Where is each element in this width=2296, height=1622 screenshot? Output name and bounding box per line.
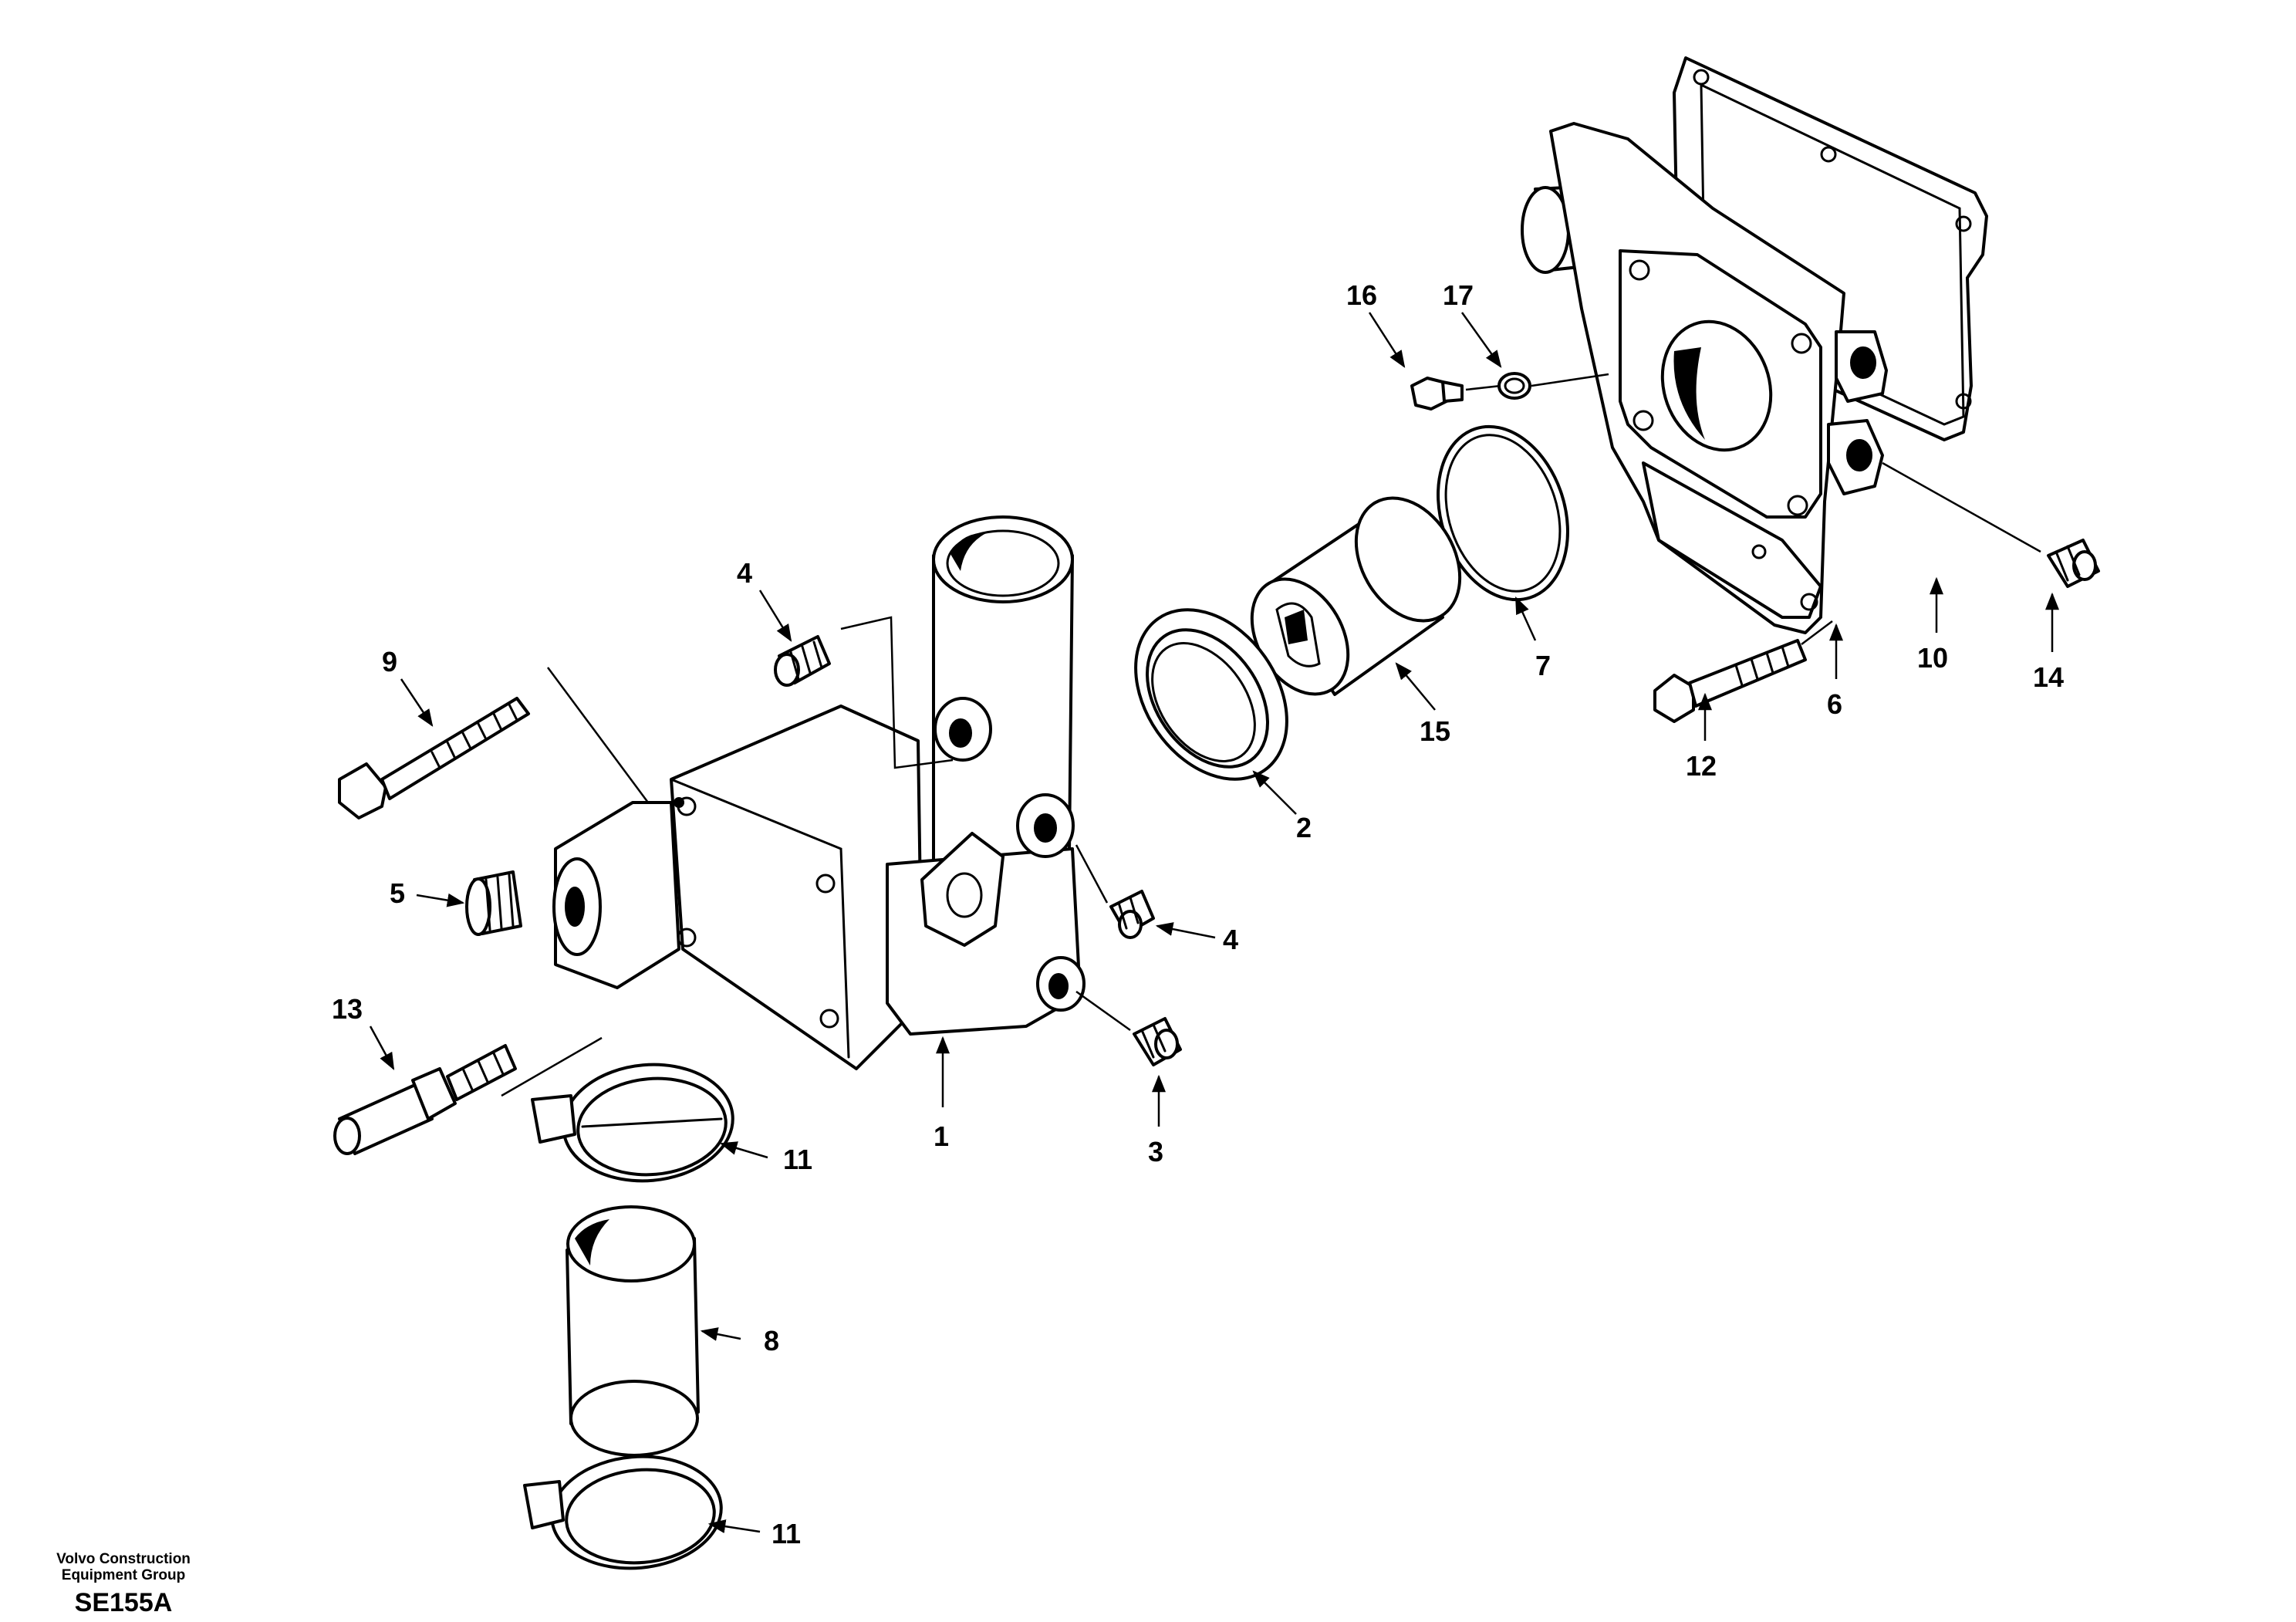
leader-8 [700, 1327, 741, 1341]
callout-11-lower: 11 [772, 1518, 801, 1549]
o-ring-small-part-17 [1497, 372, 1531, 400]
leader-7 [1514, 596, 1537, 641]
callout-8: 8 [764, 1325, 779, 1357]
housing-part-6 [1521, 122, 1888, 634]
callout-12: 12 [1686, 750, 1717, 782]
callout-labels: 1 2 3 4 4 5 6 7 8 9 10 11 11 12 13 14 15… [332, 279, 2064, 1549]
plug-part-3 [1133, 1017, 1182, 1066]
leader-2 [1252, 770, 1297, 815]
bolt-part-12 [1653, 639, 1807, 723]
callout-2: 2 [1296, 812, 1312, 843]
publisher-footer: Volvo Construction Equipment Group SE155… [31, 1551, 216, 1618]
callout-10: 10 [1917, 642, 1948, 674]
seal-ring-part-2 [1134, 608, 1288, 781]
plug-part-5 [465, 870, 522, 936]
callout-11-upper: 11 [783, 1144, 812, 1175]
leader-17 [1460, 312, 1502, 368]
callout-14: 14 [2033, 661, 2064, 693]
callout-leaders [369, 312, 2059, 1533]
callout-7: 7 [1535, 650, 1551, 681]
leader-16 [1368, 312, 1406, 368]
leader-15 [1395, 662, 1436, 711]
callout-17: 17 [1443, 279, 1474, 311]
callout-4-lower: 4 [1223, 924, 1238, 955]
plug-part-4-upper [774, 635, 831, 687]
leader-4-upper [758, 590, 792, 642]
leader-5 [416, 893, 465, 907]
plug-part-14 [2047, 539, 2100, 588]
thermostat-part-15 [1250, 496, 1462, 696]
bolt-part-9 [338, 697, 530, 819]
callout-5: 5 [390, 877, 405, 909]
callout-6: 6 [1827, 688, 1842, 720]
callout-15: 15 [1420, 715, 1450, 747]
hose-clamp-part-11-lower [523, 1455, 723, 1570]
callout-9: 9 [382, 646, 397, 678]
callout-1: 1 [934, 1120, 949, 1152]
leader-11-upper [719, 1141, 768, 1159]
leader-4-lower [1155, 922, 1216, 939]
callout-16: 16 [1346, 279, 1377, 311]
plug-bolt-part-16 [1410, 377, 1464, 411]
hose-part-8 [566, 1205, 700, 1457]
pump-body-part-1 [552, 515, 1086, 1070]
assembly-lines [501, 373, 2041, 1097]
stud-part-13 [333, 1044, 517, 1155]
leader-9 [400, 678, 434, 727]
hose-clamp-part-11-upper [531, 1063, 734, 1183]
leader-11-lower [707, 1519, 761, 1533]
leader-13 [369, 1026, 395, 1070]
illustration-code: SE155A [74, 1588, 173, 1617]
plug-part-4-lower [1109, 890, 1155, 939]
callout-3: 3 [1148, 1136, 1163, 1168]
callout-4-upper: 4 [737, 557, 752, 589]
company-name: Volvo Construction Equipment Group [56, 1551, 191, 1583]
callout-13: 13 [332, 993, 363, 1025]
